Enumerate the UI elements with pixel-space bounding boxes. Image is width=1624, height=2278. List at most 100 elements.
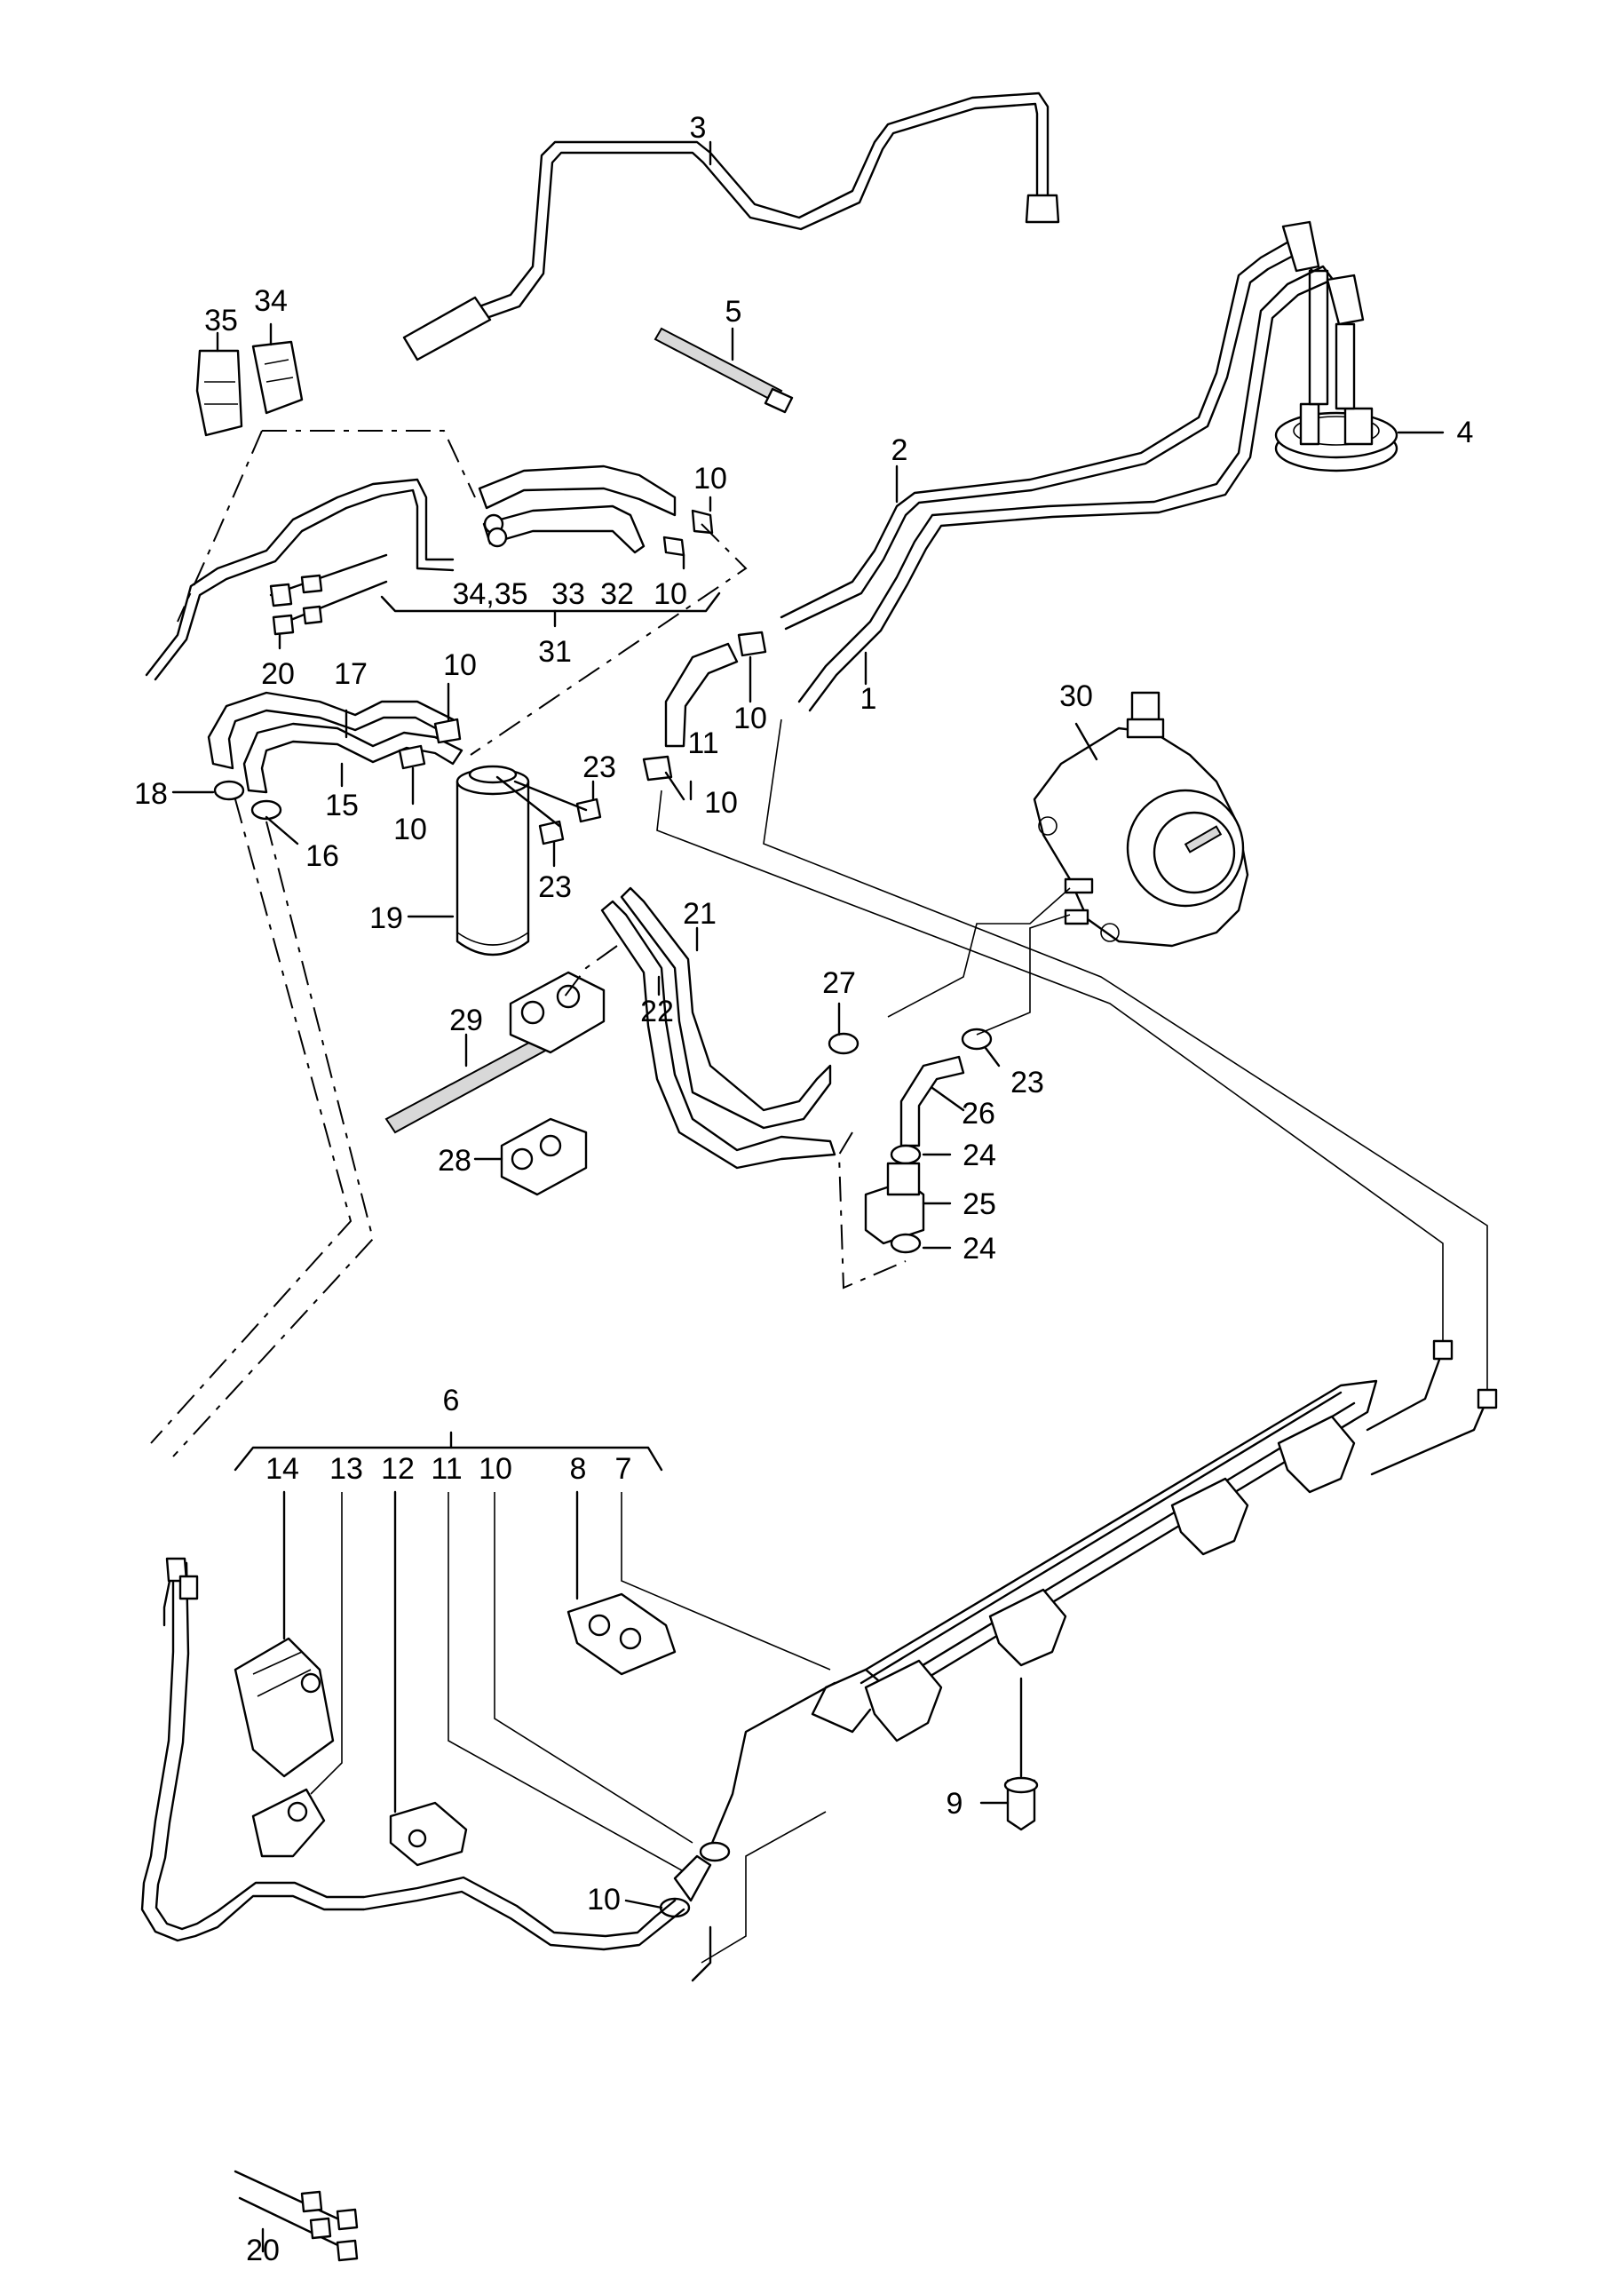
flange-4 xyxy=(1274,402,1398,472)
callout-23-c: 23 xyxy=(1010,1066,1044,1099)
callout-14: 14 xyxy=(265,1452,299,1486)
bracket-6 xyxy=(234,1431,663,1472)
pad-13 xyxy=(251,1788,326,1858)
bottom-pipe-loop xyxy=(140,1557,685,1951)
clip-23-pump xyxy=(961,1028,993,1051)
block-12 xyxy=(389,1801,468,1867)
pipe-clips-20-upper xyxy=(269,553,388,636)
pipe-2 xyxy=(780,220,1329,631)
clamp-4 xyxy=(1277,1415,1356,1494)
rail-right-2 xyxy=(1370,1397,1489,1476)
hoses-32-33 xyxy=(478,464,677,554)
leader-7 xyxy=(621,1492,831,1671)
callout-35: 35 xyxy=(204,304,238,337)
leader-16 xyxy=(265,815,299,845)
clips-10-upper xyxy=(662,509,714,557)
dashline-b xyxy=(262,430,476,498)
bracket-28 xyxy=(500,1117,588,1196)
connector-pump-2 xyxy=(976,914,1071,1036)
leader-10h xyxy=(624,1899,663,1909)
bottom-pipe-end xyxy=(691,1925,712,1982)
main-rail xyxy=(860,1379,1378,1698)
hoses-21-22 xyxy=(600,886,836,1170)
dashline-left-2 xyxy=(172,821,375,1457)
callout-27: 27 xyxy=(822,966,856,1000)
callout-7: 7 xyxy=(615,1452,632,1486)
callout-8: 8 xyxy=(570,1452,587,1486)
leader-30 xyxy=(1074,722,1098,761)
callout-15: 15 xyxy=(325,789,359,822)
dashline-29 xyxy=(558,945,618,1004)
callout-19: 19 xyxy=(369,901,403,935)
rail-down-1 xyxy=(709,1681,836,1849)
callout-10-c: 10 xyxy=(443,648,477,682)
callout-10-f: 10 xyxy=(704,786,738,820)
clip-24-lower xyxy=(890,1233,922,1254)
callout-10-h: 10 xyxy=(587,1883,621,1917)
fuel-filter-19 xyxy=(456,765,530,956)
strap-29 xyxy=(384,971,606,1134)
long-line-2 xyxy=(763,718,1488,1399)
clip-34 xyxy=(251,340,304,415)
dashline-valve xyxy=(837,1131,907,1290)
clips-23-filter xyxy=(495,775,602,845)
pipe-clips-20-lower xyxy=(234,2170,359,2262)
pipe-1 xyxy=(797,265,1365,712)
clips-10-hose11 xyxy=(642,631,767,782)
callout-12: 12 xyxy=(381,1452,415,1486)
callout-23-b: 23 xyxy=(538,870,572,904)
callout-6: 6 xyxy=(443,1384,460,1417)
callout-18: 18 xyxy=(134,777,168,811)
leader-23c xyxy=(984,1046,1001,1068)
clip-18 xyxy=(213,780,245,801)
rail-fitting-2 xyxy=(1477,1388,1498,1409)
valve-25 xyxy=(864,1162,925,1245)
callout-11-a: 11 xyxy=(687,726,718,760)
callout-31: 31 xyxy=(538,635,572,669)
clamp-2 xyxy=(988,1588,1067,1667)
pump-30 xyxy=(1033,691,1249,948)
clip-27 xyxy=(828,1032,860,1055)
callout-30: 30 xyxy=(1059,679,1093,713)
callout-17: 17 xyxy=(334,657,368,691)
cable-tie-5 xyxy=(654,327,794,414)
bracket-8 xyxy=(566,1592,677,1676)
clamp-1 xyxy=(864,1659,943,1742)
callout-34: 34 xyxy=(254,284,288,318)
rail-loop xyxy=(811,1668,872,1734)
connector-pump-1 xyxy=(887,887,1071,1018)
callout-20-b: 20 xyxy=(246,2234,280,2267)
callout-4: 4 xyxy=(1457,416,1474,449)
rail-fitting-1 xyxy=(1432,1339,1454,1361)
callout-34-35: 34,35 xyxy=(452,577,527,611)
callout-24-b: 24 xyxy=(963,1232,996,1266)
callout-26: 26 xyxy=(962,1097,995,1131)
dashline-a xyxy=(177,430,263,623)
callout-16: 16 xyxy=(305,839,339,873)
callout-2: 2 xyxy=(891,433,908,467)
leader-13 xyxy=(310,1492,343,1795)
pipe-3 xyxy=(402,91,1060,361)
hoses-15-17 xyxy=(207,691,463,794)
hose-11-lower xyxy=(673,1854,712,1902)
clamp-3 xyxy=(1170,1477,1249,1556)
callout-10-e: 10 xyxy=(733,702,767,735)
callout-10-a: 10 xyxy=(693,462,727,496)
clip-24-upper xyxy=(890,1144,922,1165)
callout-9: 9 xyxy=(947,1787,963,1821)
dashline-c xyxy=(470,523,748,756)
leader-10f xyxy=(664,771,685,801)
callout-24-a: 24 xyxy=(963,1139,996,1172)
callout-21: 21 xyxy=(683,897,717,931)
callout-20-a: 20 xyxy=(261,657,295,691)
leader-11b xyxy=(448,1492,689,1875)
hose-11-upper xyxy=(664,642,739,748)
clip-16 xyxy=(250,799,282,821)
callout-22: 22 xyxy=(640,995,674,1028)
callout-3: 3 xyxy=(690,111,707,145)
pipe-bundle-31 xyxy=(145,478,455,681)
leader-26 xyxy=(931,1086,965,1112)
dashline-left-1 xyxy=(150,798,353,1444)
